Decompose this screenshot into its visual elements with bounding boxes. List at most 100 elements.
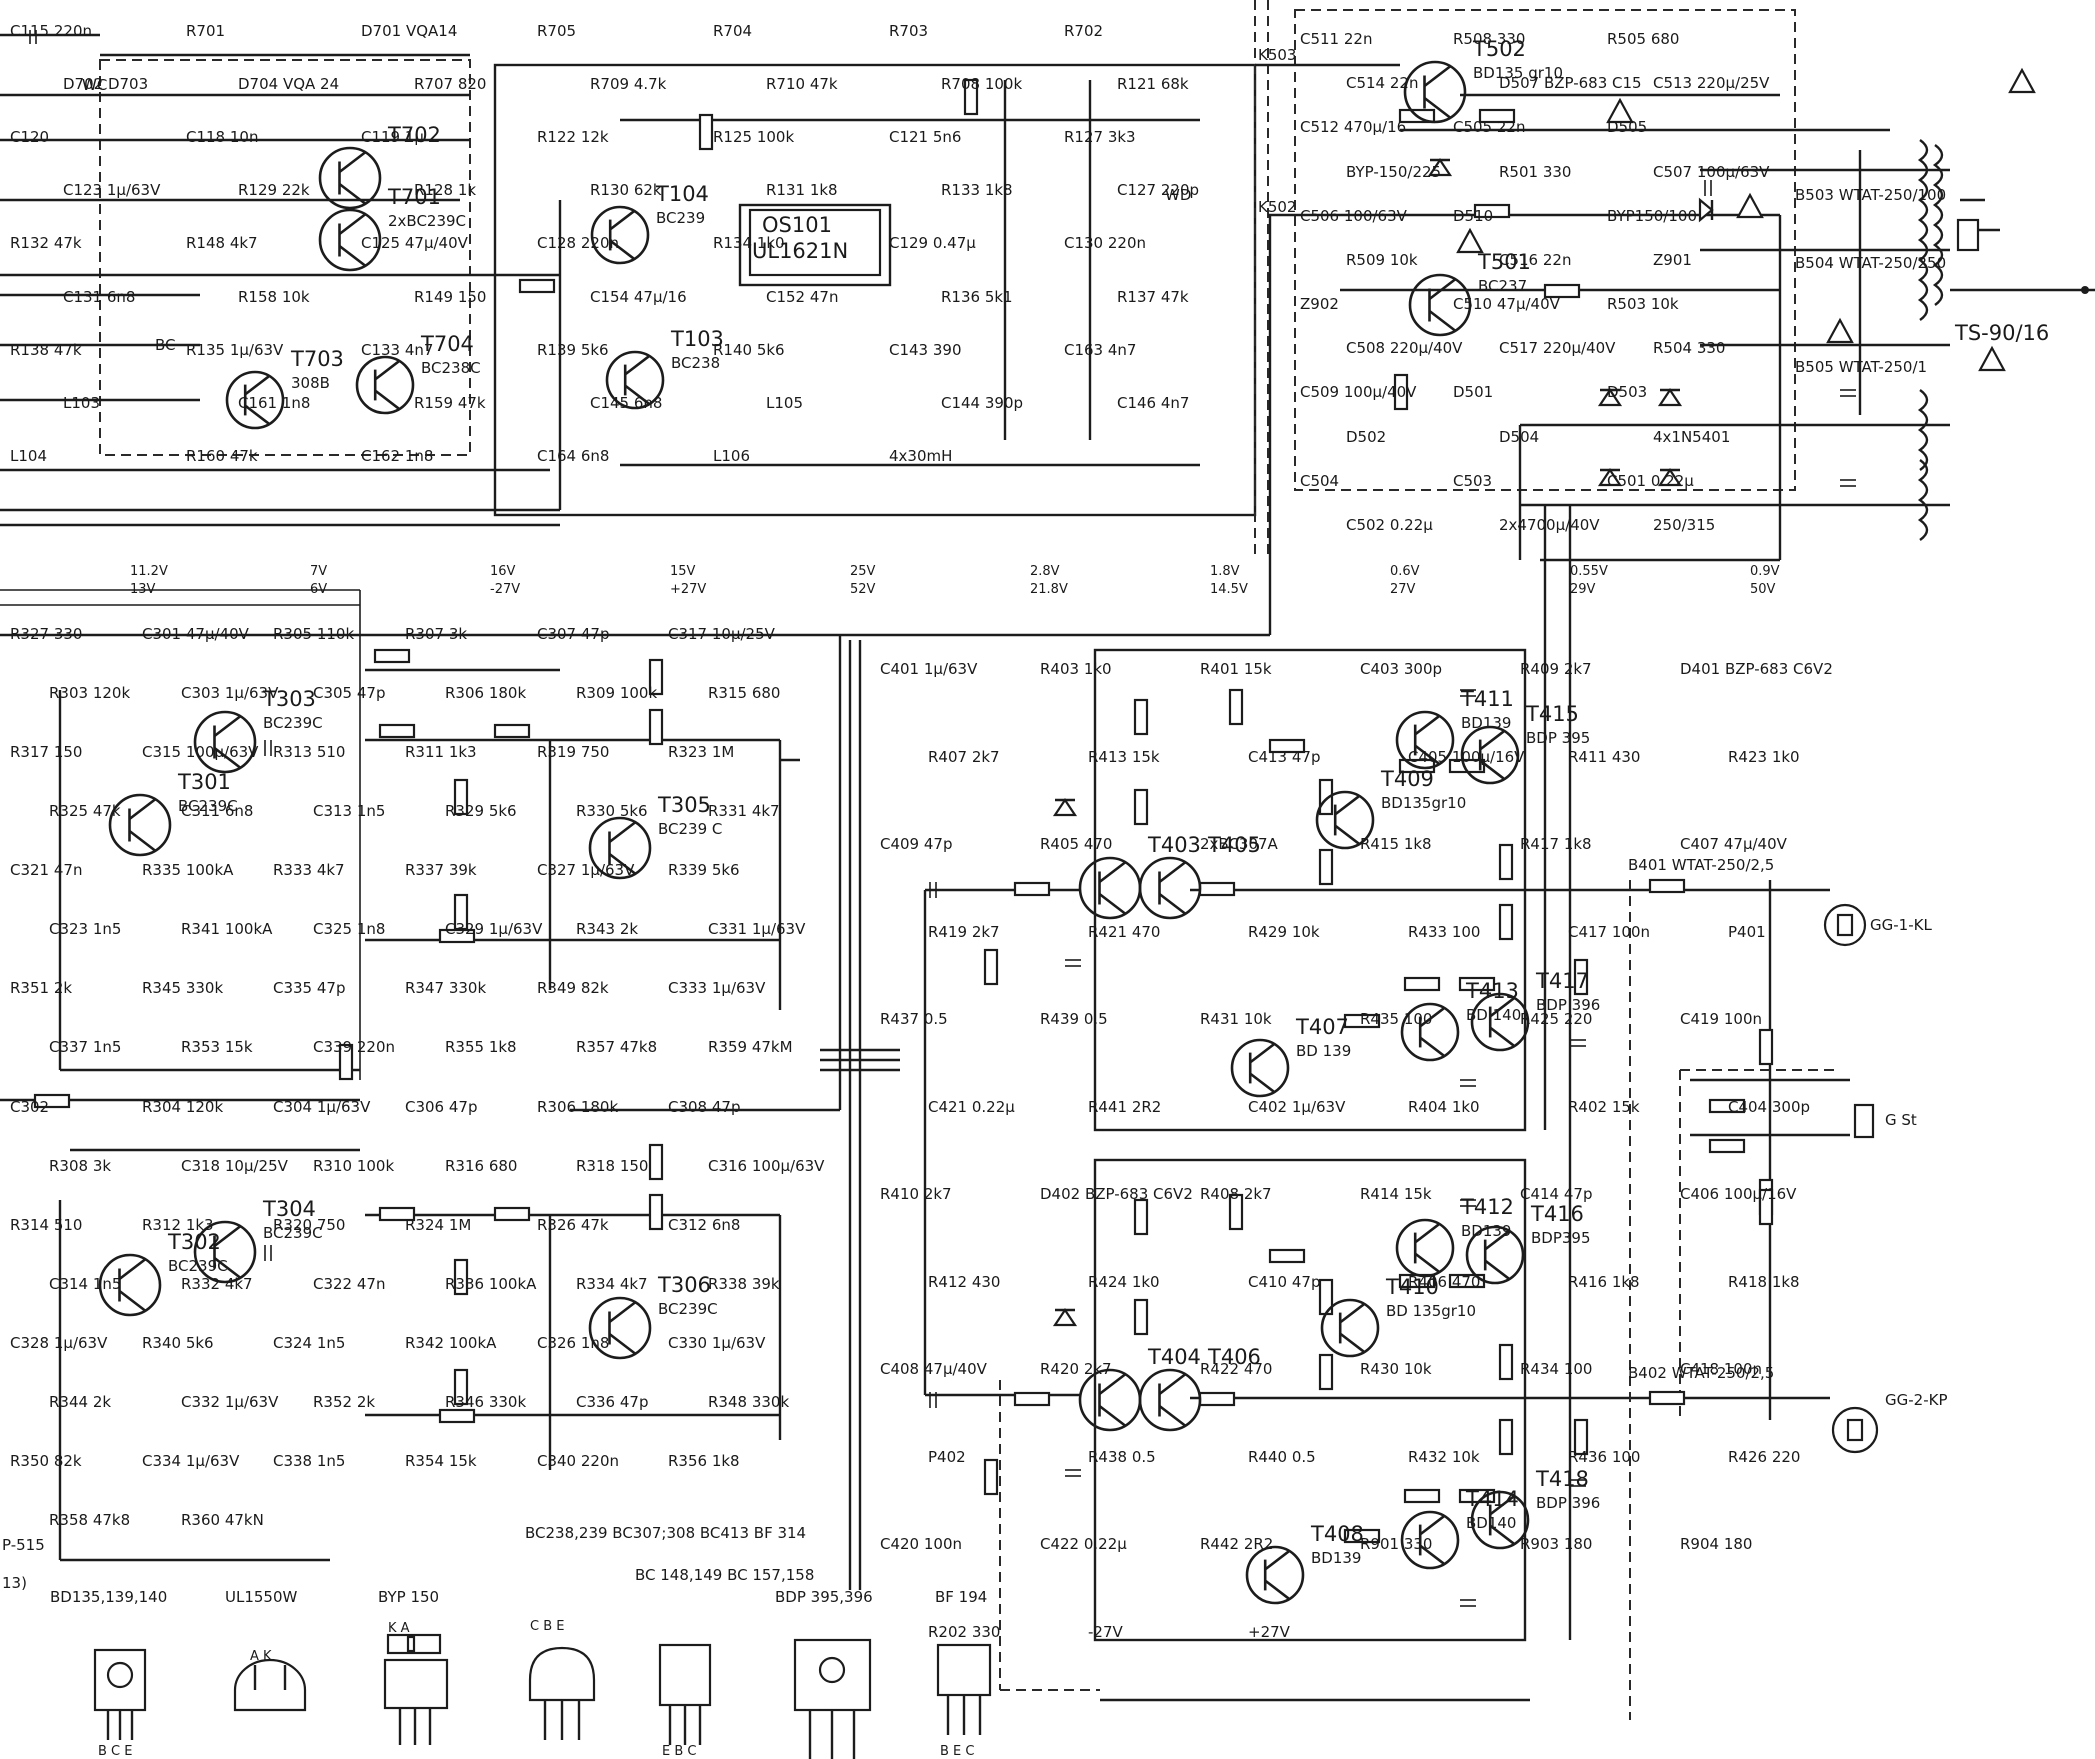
- component-label: R411 430: [1568, 748, 1640, 766]
- component-label: C403 300p: [1360, 660, 1442, 678]
- transistor-ref-label: T104: [655, 182, 709, 206]
- component-label: R348 330k: [708, 1393, 789, 1411]
- component-label: R904 180: [1680, 1535, 1752, 1553]
- component-label: C511 22n: [1300, 30, 1372, 48]
- component-label: R133 1k8: [941, 181, 1013, 199]
- component-label: R439 0.5: [1040, 1010, 1108, 1028]
- transistor-type-label: BC238C: [421, 359, 481, 377]
- component-label: R401 15k: [1200, 660, 1272, 678]
- component-label: C312 6n8: [668, 1216, 740, 1234]
- component-label: R430 10k: [1360, 1360, 1432, 1378]
- pinout-bf194-pins: B E C: [940, 1744, 974, 1759]
- component-label: R901 330: [1360, 1535, 1432, 1553]
- component-label: 250/315: [1653, 516, 1715, 534]
- component-label: C516 22n: [1499, 251, 1571, 269]
- component-label: C421 0.22μ: [928, 1098, 1015, 1116]
- component-label: R317 150: [10, 743, 82, 761]
- component-label: R306 180k: [445, 684, 526, 702]
- component-label: R710 47k: [766, 75, 838, 93]
- component-label: C420 100n: [880, 1535, 962, 1553]
- transistor-type-label: BD 135gr10: [1386, 1302, 1476, 1320]
- pinout-bf194-name: BF 194: [935, 1588, 987, 1606]
- transistor-body: [1408, 273, 1472, 337]
- transistor-leads: [1419, 1515, 1445, 1565]
- transformer-label: TS-90/16: [1954, 321, 2049, 345]
- component-label: C307 47p: [537, 625, 609, 643]
- component-label: R330 5k6: [576, 802, 648, 820]
- component-label: D402 BZP-683 C6V2: [1040, 1185, 1193, 1203]
- component-label: C338 1n5: [273, 1452, 345, 1470]
- component-label: C315 100μ/63V: [142, 743, 259, 761]
- component-label: R316 680: [445, 1157, 517, 1175]
- component-label: R139 5k6: [537, 341, 609, 359]
- component-label: R334 4k7: [576, 1275, 648, 1293]
- component-label: R312 1k3: [142, 1216, 214, 1234]
- transistor-leads: [624, 355, 650, 405]
- component-label: C128 220n: [537, 234, 619, 252]
- component-label: R355 1k8: [445, 1038, 517, 1056]
- component-label: R903 180: [1520, 1535, 1592, 1553]
- transistor-type-label: BC239 C: [658, 820, 722, 838]
- component-label: C504: [1300, 472, 1339, 490]
- component-label: R424 1k0: [1088, 1273, 1160, 1291]
- transistor-ref-label: T703: [290, 347, 344, 371]
- transistor-t406: T406: [1138, 1345, 1261, 1432]
- fuse-b401-label: B401 WTAT-250/2,5: [1628, 856, 1774, 874]
- component-label: R311 1k3: [405, 743, 477, 761]
- component-label: C506 100/63V: [1300, 207, 1408, 225]
- resistor-symbols: [33, 78, 1774, 1544]
- transistor-leads: [1098, 1373, 1126, 1427]
- transistor-leads: [1484, 1230, 1510, 1280]
- transistor-body: [588, 1296, 652, 1360]
- voltage-label: 52V: [850, 582, 876, 597]
- component-label: C337 1n5: [49, 1038, 121, 1056]
- component-label: R432 10k: [1408, 1448, 1480, 1466]
- component-label: R347 330k: [405, 979, 486, 997]
- transistor-leads: [1419, 1007, 1445, 1057]
- pinout-bd135-pins: B C E: [98, 1744, 132, 1759]
- transistor-ref-label: T413: [1465, 979, 1519, 1003]
- component-label: P401: [1728, 923, 1766, 941]
- fuse-b503-label: B503 WTAT-250/100: [1795, 186, 1946, 204]
- component-label: C302: [10, 1098, 49, 1116]
- component-label: C328 1μ/63V: [10, 1334, 108, 1352]
- transistor-leads: [1264, 1550, 1290, 1600]
- component-label: R323 1M: [668, 743, 734, 761]
- component-label: R340 5k6: [142, 1334, 214, 1352]
- component-label: R415 1k8: [1360, 835, 1432, 853]
- component-label: D704 VQA 24: [238, 75, 339, 93]
- transistor-ref-label: T407: [1295, 1015, 1349, 1039]
- component-label: R435 100: [1360, 1010, 1432, 1028]
- component-label: C340 220n: [537, 1452, 619, 1470]
- component-label: R149 150: [414, 288, 486, 306]
- component-label: C323 1n5: [49, 920, 121, 938]
- transistor-ref-label: T416: [1530, 1202, 1584, 1226]
- voltage-label: 50V: [1750, 582, 1776, 597]
- transistor-ref-label: T415: [1525, 702, 1579, 726]
- component-label: L103: [63, 394, 100, 412]
- transistor-body: [318, 208, 382, 272]
- component-label: R420 2k7: [1040, 1360, 1112, 1378]
- transistor-type-label: BC237: [1478, 277, 1527, 295]
- component-label: R337 39k: [405, 861, 477, 879]
- transistor-body: [1245, 1545, 1305, 1605]
- component-label: D401 BZP-683 C6V2: [1680, 660, 1833, 678]
- component-label: R202 330: [928, 1623, 1000, 1641]
- transistor-t404: T404: [1078, 1345, 1201, 1432]
- component-label: R418 1k8: [1728, 1273, 1800, 1291]
- ic-ref-label: OS101: [762, 213, 832, 237]
- component-label: R314 510: [10, 1216, 82, 1234]
- component-label: R352 2k: [313, 1393, 375, 1411]
- pinout-byp150-name: BYP 150: [378, 1588, 439, 1606]
- transistor-t702: T702: [318, 123, 441, 210]
- transistor-ref-label: T502: [1472, 37, 1526, 61]
- component-label: C413 47p: [1248, 748, 1320, 766]
- transistor-ref-label: T406: [1207, 1345, 1261, 1369]
